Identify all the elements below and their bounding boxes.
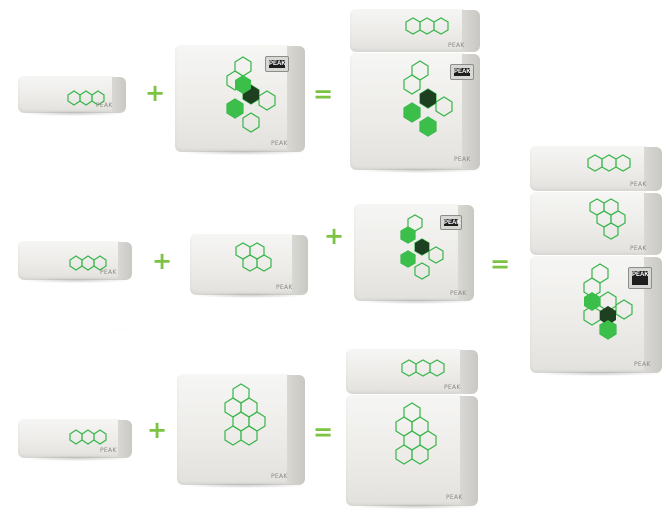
row2-small-module: PEAK bbox=[18, 240, 132, 280]
peak-logo-icon: PEAK bbox=[271, 473, 288, 480]
peak-logo-icon: PEAK bbox=[630, 181, 647, 188]
row3-stack-bottom: PEAK bbox=[346, 394, 478, 506]
peak-logo-icon: PEAK bbox=[454, 156, 471, 163]
row1-stack-top: PEAK bbox=[350, 8, 480, 52]
shadow bbox=[22, 111, 126, 116]
molecule-graphic bbox=[346, 394, 478, 506]
row3-tower-module: PEAK bbox=[177, 373, 305, 485]
peak-logo-icon: PEAK bbox=[630, 245, 647, 252]
peak-logo-icon: PEAK bbox=[444, 384, 461, 391]
shadow bbox=[536, 371, 662, 376]
shadow bbox=[182, 483, 306, 488]
display-screen: PEAK bbox=[450, 64, 474, 80]
equals-sign: = bbox=[312, 82, 334, 106]
row3-small-module: PEAK bbox=[18, 418, 132, 458]
plus-sign: + bbox=[323, 224, 345, 248]
row2-mid-module: PEAK bbox=[190, 233, 308, 295]
equals-sign: = bbox=[489, 252, 511, 276]
peak-logo-icon: PEAK bbox=[276, 284, 293, 291]
peak-logo-icon: PEAK bbox=[100, 447, 117, 454]
peak-logo-icon: PEAK bbox=[271, 140, 288, 147]
row1-tower-module: PEAK PEAK bbox=[175, 44, 305, 152]
row1-stack-bottom: PEAK PEAK bbox=[350, 52, 480, 170]
peak-logo-icon: PEAK bbox=[634, 361, 651, 368]
molecule-graphic bbox=[177, 373, 305, 485]
display-screen: PEAK bbox=[440, 215, 462, 230]
row2-tower-module: PEAK PEAK bbox=[354, 203, 474, 301]
peak-logo-icon: PEAK bbox=[448, 42, 465, 49]
big-stack-bottom: PEAK PEAK bbox=[530, 255, 662, 373]
display-screen: PEAK bbox=[628, 267, 652, 289]
shadow bbox=[194, 293, 308, 298]
shadow bbox=[22, 456, 132, 461]
peak-logo-icon: PEAK bbox=[100, 269, 117, 276]
plus-sign: + bbox=[151, 249, 173, 273]
shadow bbox=[352, 504, 478, 509]
peak-logo-icon: PEAK bbox=[96, 102, 113, 109]
big-stack-middle: PEAK bbox=[530, 191, 662, 255]
display-screen: PEAK bbox=[265, 56, 289, 72]
equals-sign: = bbox=[312, 420, 334, 444]
peak-logo-icon: PEAK bbox=[446, 494, 463, 501]
shadow bbox=[180, 150, 306, 155]
faint-mark: · · · · · · bbox=[110, 327, 131, 334]
row1-small-module: PEAK bbox=[18, 75, 126, 113]
shadow bbox=[356, 168, 482, 173]
big-stack-top: PEAK bbox=[530, 145, 662, 191]
row3-stack-top: PEAK bbox=[346, 348, 478, 394]
shadow bbox=[358, 299, 474, 304]
peak-logo-icon: PEAK bbox=[450, 290, 467, 297]
shadow bbox=[22, 278, 132, 283]
plus-sign: + bbox=[146, 418, 168, 442]
plus-sign: + bbox=[144, 81, 166, 105]
